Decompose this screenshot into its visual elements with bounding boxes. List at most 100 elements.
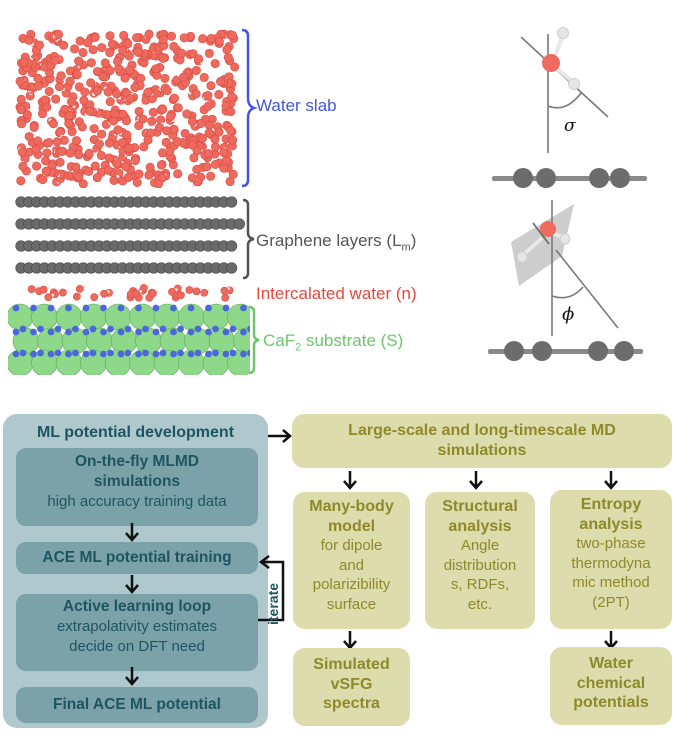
oxygen-atom xyxy=(230,62,240,72)
oxygen-atom xyxy=(161,137,171,147)
fluorine-atom xyxy=(240,328,247,336)
oxygen-atom xyxy=(180,128,190,138)
fluorine-atom xyxy=(194,325,202,333)
oxygen-atom xyxy=(64,111,74,121)
sigma-angle-diagram: σ xyxy=(492,27,647,188)
oxygen-atom xyxy=(227,92,237,102)
fluorine-atom xyxy=(82,350,90,358)
fluorine-atom xyxy=(37,349,44,357)
oxygen-atom xyxy=(57,146,67,156)
graphene-label-subscript: m xyxy=(401,241,411,254)
oxygen-atom xyxy=(158,104,168,114)
oxygen-atom xyxy=(19,57,29,67)
oxygen-atom xyxy=(100,289,109,298)
fluorine-atom xyxy=(65,328,72,336)
oxygen-atom xyxy=(211,159,221,169)
oxygen-atom xyxy=(130,156,140,166)
fluorine-atom xyxy=(72,349,79,357)
graphene-layers-render xyxy=(15,192,245,278)
oxygen-atom xyxy=(214,90,224,100)
step-active-learning: Active learning loop extrapolativity est… xyxy=(16,594,258,671)
oxygen-atom xyxy=(67,97,77,107)
water-molecules xyxy=(15,29,240,188)
hydrogen-atom xyxy=(557,27,569,39)
fluorine-atom xyxy=(135,350,142,358)
oxygen-atom xyxy=(134,121,144,131)
step-final-ace: Final ACE ML potential xyxy=(16,687,258,723)
fluorine-atom xyxy=(82,328,90,336)
water-chemical-potentials-box: Water chemical potentials xyxy=(550,647,672,725)
oxygen-atom xyxy=(200,288,209,297)
branch-title-line2: analysis xyxy=(579,515,643,533)
oxygen-atom xyxy=(42,102,52,112)
oxygen-atom xyxy=(97,129,107,139)
output-line: potentials xyxy=(573,694,649,711)
oxygen-atom xyxy=(153,179,163,188)
calcium-atom xyxy=(8,303,34,331)
oxygen-atom xyxy=(72,70,82,80)
branch-desc: and xyxy=(338,556,365,574)
substrate-label-subscript: 2 xyxy=(295,341,302,354)
fluorine-atom xyxy=(65,350,72,358)
oxygen-atom xyxy=(118,109,128,119)
oxygen-atom xyxy=(18,161,28,171)
fluorine-atom xyxy=(124,325,132,333)
fluorine-atom xyxy=(117,350,125,358)
oxygen-atom xyxy=(54,82,64,92)
oxygen-atom xyxy=(109,175,119,185)
fluorine-atom xyxy=(212,349,219,357)
branch-desc: distribution xyxy=(443,556,517,574)
oxygen-atom xyxy=(33,136,43,146)
output-line: Simulated xyxy=(313,656,390,673)
oxygen-atom xyxy=(92,86,102,96)
fluorine-atom xyxy=(142,325,149,333)
graphene-label: Graphene layers (Lm) xyxy=(256,231,416,253)
fluorine-atom xyxy=(30,350,37,358)
oxygen-atom xyxy=(124,51,134,61)
step-title-line2: simulations xyxy=(93,473,181,490)
carbon-atom xyxy=(536,168,556,188)
oxygen-atom xyxy=(143,87,153,97)
oxygen-atom xyxy=(144,29,154,39)
branch-desc: mic method xyxy=(572,574,650,591)
oxygen-atom xyxy=(170,93,180,103)
oxygen-atom xyxy=(199,72,209,82)
carbon-atom xyxy=(588,341,608,361)
oxygen-atom xyxy=(540,221,556,237)
step-on-the-fly-mlmd: On-the-fly MLMD simulations high accurac… xyxy=(16,448,258,526)
intercalated-water-label: Intercalated water (n) xyxy=(256,284,417,303)
fluorine-atom xyxy=(152,350,160,358)
iterate-loop-arrow xyxy=(258,555,285,622)
branch-title-line1: Structural xyxy=(442,498,518,515)
oxygen-atom xyxy=(204,128,214,138)
oxygen-atom xyxy=(132,33,142,43)
fluorine-atom xyxy=(170,304,177,312)
oxygen-atom xyxy=(52,137,62,147)
oxygen-atom xyxy=(71,162,81,172)
oxygen-atom xyxy=(80,87,90,97)
fluorine-atom xyxy=(240,304,247,312)
oxygen-atom xyxy=(134,106,144,116)
carbon-atom xyxy=(233,218,245,230)
water-slab-label: Water slab xyxy=(256,96,337,115)
oxygen-atom xyxy=(74,172,84,182)
oxygen-atom xyxy=(210,134,220,144)
fluorine-atom xyxy=(205,304,212,312)
fluorine-atom xyxy=(89,325,97,333)
oxygen-atom xyxy=(120,73,130,83)
branch-desc: surface xyxy=(326,595,377,613)
fluorine-atom xyxy=(142,349,149,357)
fluorine-atom xyxy=(159,325,167,333)
oxygen-atom xyxy=(132,177,142,187)
oxygen-atom xyxy=(169,41,179,51)
oxygen-atom xyxy=(16,94,26,104)
fluorine-atom xyxy=(152,304,160,312)
oxygen-atom xyxy=(158,35,168,45)
oxygen-atom xyxy=(118,45,128,55)
oxygen-atom xyxy=(55,127,65,137)
fluorine-atom xyxy=(205,328,212,336)
oxygen-atom xyxy=(187,140,197,150)
water-slab-brace xyxy=(241,28,258,188)
fluorine-atom xyxy=(47,304,55,312)
oxygen-atom xyxy=(172,136,182,146)
